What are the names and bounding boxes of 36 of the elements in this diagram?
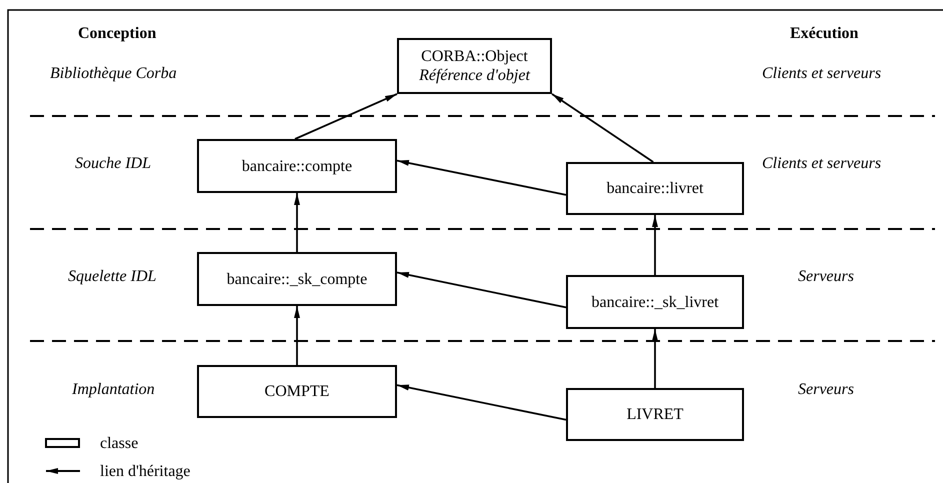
class-name: bancaire::_sk_livret (591, 292, 719, 312)
class-description: Référence d'objet (419, 66, 530, 85)
class-name: CORBA::Object (421, 47, 528, 66)
layer-label: Souche IDL (75, 154, 151, 173)
class-box (197, 252, 397, 306)
class-name: LIVRET (626, 405, 684, 424)
class-name: bancaire::compte (242, 156, 352, 176)
inheritance-arrow (396, 272, 566, 308)
class-box (197, 139, 397, 193)
inheritance-arrow (396, 160, 566, 196)
column-heading: Conception (78, 24, 156, 43)
inheritance-arrow (552, 93, 654, 163)
legend-label: lien d'héritage (100, 462, 190, 481)
column-heading: Exécution (790, 24, 858, 43)
layer-label: Squelette IDL (68, 267, 156, 286)
class-box (397, 38, 552, 94)
inheritance-arrow (652, 215, 658, 275)
inheritance-arrow (294, 93, 398, 140)
layer-label: Bibliothèque Corba (50, 64, 177, 83)
class-name: bancaire::_sk_compte (226, 270, 368, 288)
class-box (197, 365, 397, 418)
runtime-label: Serveurs (798, 380, 854, 399)
runtime-label: Clients et serveurs (762, 64, 882, 83)
inheritance-arrow (396, 384, 566, 421)
class-box (566, 275, 744, 329)
inheritance-arrow (652, 329, 658, 388)
inheritance-arrow (294, 306, 300, 365)
class-box (566, 388, 744, 441)
class-name: bancaire::livret (606, 179, 704, 198)
runtime-label: Clients et serveurs (762, 154, 882, 173)
layer-label: Implantation (72, 380, 155, 399)
inheritance-arrow (294, 193, 300, 252)
class-box (566, 162, 744, 215)
legend-label: classe (100, 434, 138, 453)
class-name: COMPTE (264, 382, 330, 401)
runtime-label: Serveurs (798, 267, 854, 286)
